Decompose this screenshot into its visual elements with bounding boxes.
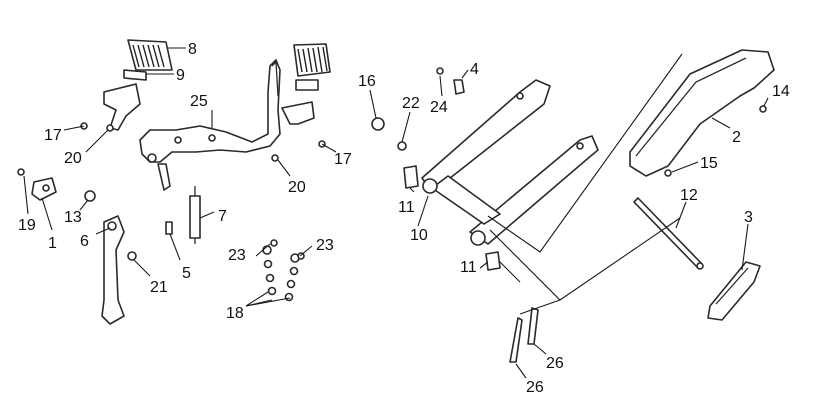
spring-bolt — [165, 221, 173, 235]
callout-26-upper: 26 — [546, 355, 564, 372]
callout-1: 1 — [48, 235, 57, 252]
callout-15: 15 — [700, 155, 718, 172]
callout-18: 18 — [226, 305, 244, 322]
callout-23-right: 23 — [316, 237, 334, 254]
callout-13: 13 — [64, 209, 82, 226]
callout-3: 3 — [744, 209, 753, 226]
callout-labels: 8 9 25 17 20 17 20 19 1 13 6 21 5 7 23 2… — [18, 41, 790, 396]
callout-6: 6 — [80, 233, 89, 250]
pivot-axle — [633, 197, 703, 269]
cover-screw-15 — [664, 169, 672, 177]
clip-4 — [453, 79, 465, 95]
callout-20-right: 20 — [288, 179, 306, 196]
callout-25: 25 — [190, 93, 208, 110]
callout-11-lower: 11 — [460, 259, 477, 276]
callout-2: 2 — [732, 129, 741, 146]
callout-11-upper: 11 — [398, 199, 415, 216]
leader-lines — [23, 47, 769, 379]
right-footrest-bracket — [281, 101, 315, 125]
callout-12: 12 — [680, 187, 698, 204]
cover-screw-14 — [759, 105, 767, 113]
callout-23-left: 23 — [228, 247, 246, 264]
bolt-20-right — [271, 154, 279, 162]
callout-22: 22 — [402, 95, 420, 112]
stand-bolt-21 — [127, 251, 137, 261]
bolt-26-upper — [527, 307, 539, 345]
callout-10: 10 — [410, 227, 428, 244]
bush-11-upper — [403, 165, 419, 189]
callout-14: 14 — [772, 83, 790, 100]
callout-17-right: 17 — [334, 151, 352, 168]
washer-16 — [371, 117, 385, 131]
side-stand — [101, 215, 125, 325]
callout-7: 7 — [218, 208, 227, 225]
bush-11-lower — [485, 251, 501, 271]
callout-24: 24 — [430, 99, 448, 116]
left-footrest-bracket — [103, 83, 141, 131]
callout-8: 8 — [188, 41, 197, 58]
switch-screw — [17, 168, 25, 176]
bolt-26-lower — [509, 317, 523, 363]
screw-24 — [436, 67, 444, 75]
stand-spring — [189, 195, 201, 239]
bolt-set — [262, 239, 305, 302]
main-frame-bracket — [139, 59, 281, 163]
pad-bracket-left — [123, 69, 147, 81]
callout-9: 9 — [176, 67, 185, 84]
washer-22 — [397, 141, 407, 151]
stand-pivot-washer — [84, 190, 96, 202]
callout-16: 16 — [358, 73, 376, 90]
callout-21: 21 — [150, 279, 168, 296]
pad-bracket-right — [295, 79, 319, 91]
callout-26-lower: 26 — [526, 379, 544, 396]
swing-arm — [421, 79, 551, 193]
footrest-pad-right — [293, 43, 331, 77]
assembly-lines — [487, 53, 683, 315]
callout-19: 19 — [18, 217, 36, 234]
chain-guide — [707, 261, 761, 321]
chain-cover — [629, 49, 775, 177]
callout-17-left: 17 — [44, 127, 62, 144]
bolt-20-left — [106, 124, 114, 132]
callout-5: 5 — [182, 265, 191, 282]
callout-4: 4 — [470, 61, 479, 78]
footrest-pad-left — [127, 39, 173, 71]
callout-20-left: 20 — [64, 150, 82, 167]
